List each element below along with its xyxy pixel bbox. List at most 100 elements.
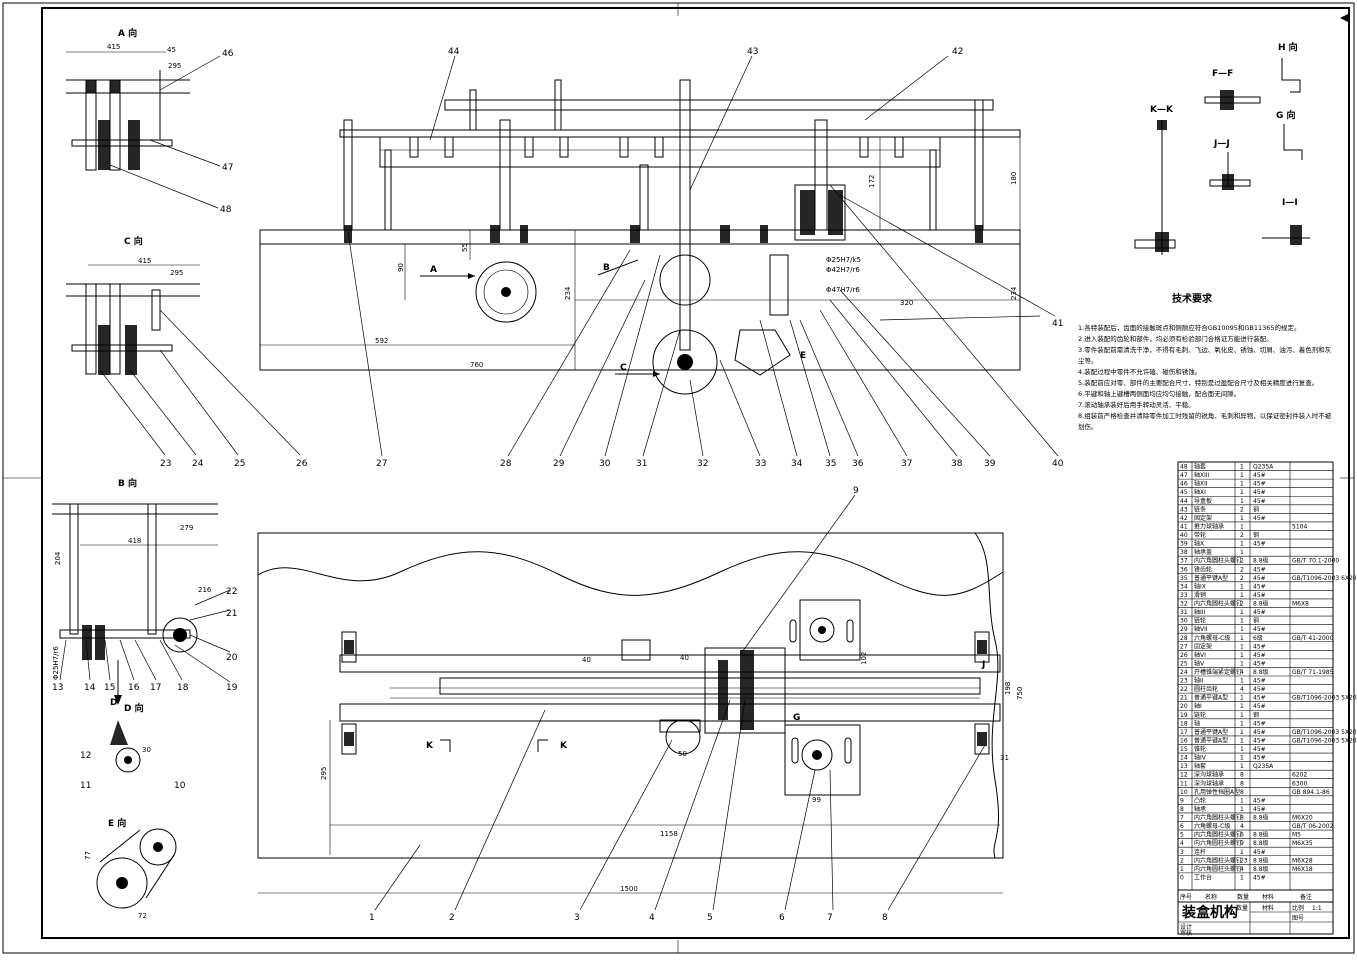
- parts-cell-qty: 1: [1240, 592, 1244, 599]
- b-dim-216: 216: [198, 586, 212, 594]
- marker-k-right: K: [560, 741, 568, 751]
- parts-cell-name: 轴IV: [1194, 754, 1207, 762]
- col-mat: 材料: [1262, 893, 1274, 901]
- parts-cell-name: 六角螺母-C级: [1194, 822, 1230, 830]
- callout-17: 17: [150, 683, 161, 693]
- parts-cell-name: 六角螺母-C级: [1194, 634, 1230, 642]
- col-name: 名称: [1205, 893, 1217, 901]
- dim-198: 198: [1004, 682, 1012, 695]
- parts-cell-qty: 1: [1240, 712, 1244, 719]
- parts-cell-note: GB/T 70.1-2000: [1292, 558, 1339, 565]
- callout-29: 29: [553, 459, 565, 469]
- parts-cell-qty: 1: [1240, 746, 1244, 753]
- dim-760: 760: [470, 361, 483, 369]
- marker-d: D: [110, 698, 117, 708]
- parts-cell-mat: 6级: [1253, 634, 1263, 642]
- callout-35: 35: [825, 459, 836, 469]
- parts-cell-no: 1: [1180, 866, 1184, 873]
- parts-cell-mat: 45#: [1253, 652, 1266, 659]
- callout-31: 31: [636, 459, 647, 469]
- callout-14: 14: [84, 683, 96, 693]
- parts-cell-qty: 1: [1240, 481, 1244, 488]
- parts-cell-no: 40: [1180, 532, 1188, 539]
- parts-cell-note: 5104: [1292, 523, 1307, 530]
- callout-3: 3: [574, 913, 580, 923]
- parts-cell-qty: 9: [1240, 840, 1244, 847]
- parts-cell-mat: 8.8级: [1253, 839, 1269, 847]
- parts-cell-qty: 1: [1240, 583, 1244, 590]
- parts-cell-no: 17: [1180, 729, 1188, 736]
- callout-30: 30: [599, 459, 611, 469]
- view-a: A 向 415 45 295 46 47 48: [66, 27, 234, 215]
- parts-cell-name: 工作台: [1194, 873, 1212, 881]
- parts-cell-qty: 8: [1240, 815, 1244, 822]
- parts-cell-mat: 45#: [1253, 643, 1266, 650]
- tech-req-line-9: 8.组装前严格检查并清除零件加工时残留的锐角、毛刺和异物，以保证密封件装入时不被: [1078, 411, 1332, 420]
- parts-cell-note: GB/T1096-2003 5X20: [1292, 729, 1357, 736]
- parts-cell-note: M6X18: [1292, 866, 1313, 873]
- reviewer-label: 审核: [1180, 929, 1192, 937]
- parts-cell-mat: 45#: [1253, 583, 1266, 590]
- callout-39: 39: [984, 459, 996, 469]
- parts-cell-mat: 45#: [1253, 874, 1266, 881]
- parts-cell-mat: 45#: [1253, 472, 1266, 479]
- parts-cell-qty: 1: [1240, 609, 1244, 616]
- parts-cell-qty: 1: [1240, 755, 1244, 762]
- parts-cell-qty: 2: [1240, 558, 1244, 565]
- view-ff-label: F—F: [1212, 69, 1233, 79]
- tech-req-line-1: 1.各特装配后，齿面的接触斑点和侧隙应符合GB10095和GB11365的规定。: [1078, 323, 1301, 332]
- parts-cell-qty: 1: [1240, 678, 1244, 685]
- col-note: 备注: [1300, 893, 1312, 901]
- parts-cell-qty: 1: [1240, 549, 1244, 556]
- parts-cell-qty: 1: [1240, 635, 1244, 642]
- material-label: 材料: [1262, 904, 1274, 912]
- dim-40b: 40: [680, 654, 689, 662]
- view-g-label: G 向: [1276, 109, 1296, 121]
- top-callouts: 27 28 29 30 31 32 33 34 35 36 37 38 39 4…: [347, 47, 1064, 469]
- c-dim-295: 295: [170, 269, 183, 277]
- parts-cell-no: 48: [1180, 464, 1188, 471]
- parts-cell-name: 深沟球轴承: [1194, 779, 1224, 787]
- dim-1500: 1500: [620, 885, 638, 893]
- parts-cell-no: 0: [1180, 874, 1184, 881]
- callout-48: 48: [220, 205, 232, 215]
- view-e-label: E 向: [108, 817, 126, 829]
- dim-180: 180: [1010, 172, 1018, 185]
- parts-cell-name: 内六角圆柱头螺钉: [1194, 831, 1242, 839]
- scale-label: 比例: [1292, 904, 1304, 912]
- parts-cell-name: 轴V: [1194, 659, 1205, 667]
- parts-cell-no: 41: [1180, 523, 1188, 530]
- tech-req-line-8: 7.滚动轴承装好后用手转动灵活、平稳。: [1078, 400, 1195, 409]
- parts-cell-note: GB/T1096-2003 6X20: [1292, 575, 1357, 582]
- view-c-label: C 向: [124, 235, 143, 247]
- parts-cell-note: 6202: [1292, 772, 1307, 779]
- parts-cell-qty: 1: [1240, 849, 1244, 856]
- section-views: K—K F—F J—J H 向 G 向 I—I: [1134, 41, 1310, 255]
- dim-102: 102: [860, 652, 868, 665]
- dim-31: 31: [1000, 754, 1009, 762]
- parts-cell-qty: 1: [1240, 720, 1244, 727]
- parts-cell-qty: 1: [1240, 763, 1244, 770]
- parts-cell-no: 28: [1180, 635, 1188, 642]
- parts-cell-name: 内六角圆柱头螺钉: [1194, 856, 1242, 864]
- parts-cell-name: 轴IX: [1194, 582, 1206, 590]
- parts-cell-no: 11: [1180, 780, 1188, 787]
- parts-cell-mat: 钢: [1253, 531, 1259, 539]
- parts-cell-name: 轴XIII: [1194, 471, 1210, 479]
- parts-cell-qty: 1: [1240, 464, 1244, 471]
- callout-28: 28: [500, 459, 512, 469]
- callout-8: 8: [882, 913, 888, 923]
- parts-cell-no: 45: [1180, 489, 1188, 496]
- parts-cell-no: 37: [1180, 558, 1188, 565]
- parts-cell-no: 43: [1180, 506, 1188, 513]
- callout-43: 43: [747, 47, 758, 57]
- parts-cell-mat: 45#: [1253, 797, 1266, 804]
- parts-cell-mat: 45#: [1253, 849, 1266, 856]
- parts-cell-name: 圆柱齿轮: [1194, 685, 1218, 693]
- callout-42: 42: [952, 47, 963, 57]
- view-d-label: D 向: [124, 702, 144, 714]
- callout-18: 18: [177, 683, 189, 693]
- callout-44: 44: [448, 47, 460, 57]
- parts-cell-mat: 45#: [1253, 695, 1266, 702]
